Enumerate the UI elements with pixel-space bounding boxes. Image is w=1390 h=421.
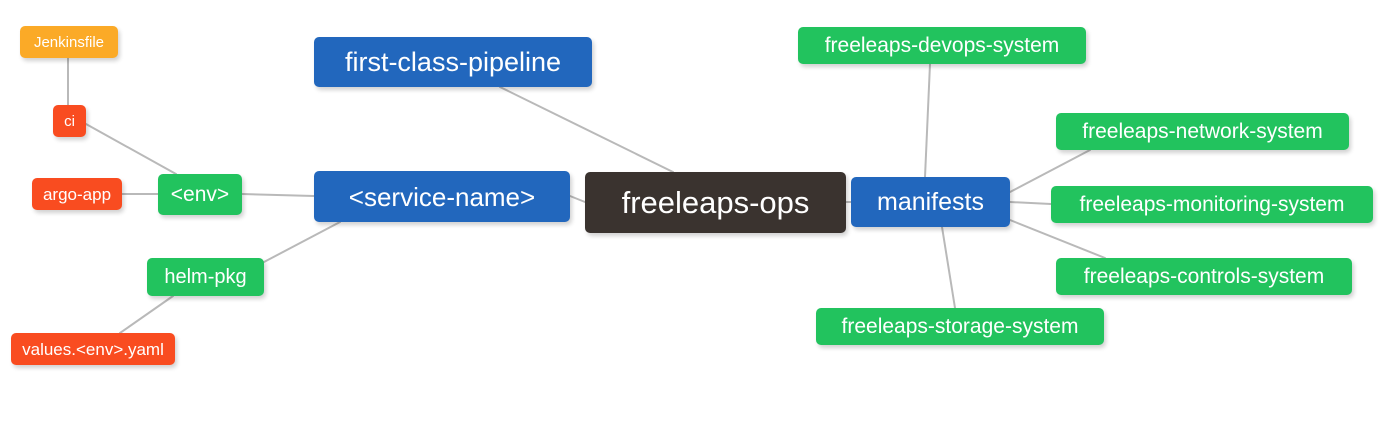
node-values-yaml[interactable]: values.<env>.yaml [11, 333, 175, 365]
node-first-class-pipeline[interactable]: first-class-pipeline [314, 37, 592, 87]
node-label-freeleaps-controls-system: freeleaps-controls-system [1083, 265, 1325, 288]
edge-env-to-ci [85, 123, 177, 175]
node-freeleaps-ops[interactable]: freeleaps-ops [585, 172, 846, 233]
node-ci[interactable]: ci [53, 105, 86, 137]
node-label-argo-app: argo-app [42, 184, 112, 204]
node-label-first-class-pipeline: first-class-pipeline [344, 46, 562, 77]
node-label-freeleaps-network-system: freeleaps-network-system [1082, 120, 1323, 143]
node-label-ci: ci [64, 112, 75, 130]
node-freeleaps-storage-system[interactable]: freeleaps-storage-system [816, 308, 1104, 345]
node-label-manifests: manifests [877, 187, 984, 216]
node-freeleaps-network-system[interactable]: freeleaps-network-system [1056, 113, 1349, 150]
edge-helm-pkg-to-values-yaml [119, 295, 174, 334]
node-label-freeleaps-devops-system: freeleaps-devops-system [824, 34, 1060, 57]
node-label-service-name: <service-name> [348, 181, 536, 212]
node-manifests[interactable]: manifests [851, 177, 1010, 227]
edge-manifests-to-freeleaps-monitoring-system [1009, 201, 1052, 205]
edge-manifests-to-freeleaps-devops-system [924, 63, 931, 178]
node-label-values-yaml: values.<env>.yaml [22, 339, 164, 359]
node-jenkinsfile[interactable]: Jenkinsfile [20, 26, 118, 58]
edge-manifests-to-freeleaps-controls-system [1009, 219, 1106, 259]
edge-manifests-to-freeleaps-storage-system [941, 226, 956, 309]
node-label-helm-pkg: helm-pkg [164, 266, 247, 288]
node-label-freeleaps-ops: freeleaps-ops [621, 185, 810, 220]
node-label-freeleaps-storage-system: freeleaps-storage-system [841, 315, 1079, 338]
edge-service-name-to-env [241, 193, 315, 197]
node-env[interactable]: <env> [158, 174, 242, 215]
node-freeleaps-monitoring-system[interactable]: freeleaps-monitoring-system [1051, 186, 1373, 223]
node-service-name[interactable]: <service-name> [314, 171, 570, 222]
node-argo-app[interactable]: argo-app [32, 178, 122, 210]
edge-freeleaps-ops-to-service-name [569, 195, 586, 203]
edge-freeleaps-ops-to-first-class-pipeline [499, 86, 674, 173]
node-helm-pkg[interactable]: helm-pkg [147, 258, 264, 296]
node-label-freeleaps-monitoring-system: freeleaps-monitoring-system [1079, 193, 1345, 216]
edge-service-name-to-helm-pkg [263, 221, 341, 263]
node-label-jenkinsfile: Jenkinsfile [33, 33, 105, 51]
node-freeleaps-controls-system[interactable]: freeleaps-controls-system [1056, 258, 1352, 295]
node-label-env: <env> [170, 183, 230, 206]
node-freeleaps-devops-system[interactable]: freeleaps-devops-system [798, 27, 1086, 64]
